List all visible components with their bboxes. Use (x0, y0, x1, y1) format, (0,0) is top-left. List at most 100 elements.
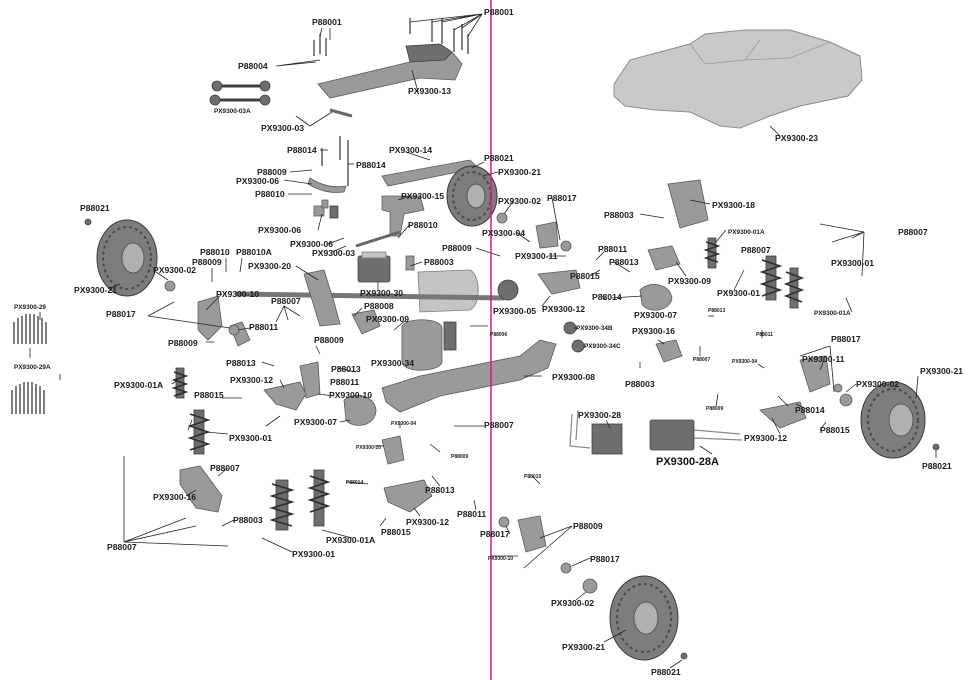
part-label: PX9300-01A (114, 380, 163, 390)
part-label: P88014 (795, 405, 825, 415)
part-label: PX9300-02 (551, 598, 594, 608)
part-label: P88014 (356, 160, 386, 170)
part-label: P88011 (249, 322, 278, 332)
part-label: P88021 (651, 667, 681, 677)
part-label: PX9300-10 (216, 289, 259, 299)
part-label: P88003 (625, 379, 655, 389)
part-label: P88013 (708, 308, 725, 314)
part-label: PX9300-04 (391, 421, 416, 427)
part-label: P88013 (425, 485, 455, 495)
part-label: PX9300-16 (153, 492, 196, 502)
part-label: P88015 (194, 390, 224, 400)
body-shell-part (613, 29, 863, 129)
part-label: PX9300-03 (261, 123, 304, 133)
part-label: P88021 (922, 461, 952, 471)
part-label: PX9300-01 (831, 258, 874, 268)
part-label: PX9300-28 (578, 410, 621, 420)
part-label: PX9300-34 (371, 358, 414, 368)
part-label: P88009 (451, 454, 468, 460)
heatsink-part-2 (11, 382, 45, 414)
part-label: P88010A (236, 247, 272, 257)
part-label: P88007 (484, 420, 514, 430)
part-label: PX9300-14 (389, 145, 432, 155)
part-label: PX9300-12 (406, 517, 449, 527)
part-label: P88010 (524, 474, 541, 480)
part-label: PX9300-06 (290, 239, 333, 249)
part-label: P88007 (271, 296, 301, 306)
part-label: P88007 (741, 245, 771, 255)
part-label: P88010 (200, 247, 230, 257)
part-label: P88014 (346, 480, 363, 486)
part-label: PX9300-30 (360, 288, 403, 298)
part-label: PX9300-03 (312, 248, 355, 258)
shock-part-5 (703, 237, 721, 269)
part-label: P88009 (442, 243, 472, 253)
part-label: P88014 (287, 145, 317, 155)
part-label: PX9300-04 (732, 359, 757, 365)
part-label: PX9300-29 (14, 304, 46, 311)
part-label: PX9300-21 (498, 167, 541, 177)
part-label: P88021 (484, 153, 514, 163)
part-label: PX9300-06 (236, 176, 279, 186)
part-label: PX9300-05 (493, 306, 536, 316)
part-label: P88011 (330, 377, 359, 387)
part-label: P88009 (168, 338, 198, 348)
part-label: PX9300-02 (498, 196, 541, 206)
part-label: P88010 (255, 189, 285, 199)
chassis-tub-part (381, 339, 557, 413)
turnbuckle-part (209, 80, 271, 106)
part-label: P88011 (457, 509, 486, 519)
part-label: PX9300-01A (728, 229, 765, 236)
screw-parts (313, 18, 469, 186)
part-label: P88010 (408, 220, 438, 230)
part-label: P88017 (480, 529, 510, 539)
part-label: P88004 (238, 61, 268, 71)
part-label: P88014 (592, 292, 622, 302)
part-label: PX9300-15 (401, 191, 444, 201)
part-label: P88015 (820, 425, 850, 435)
part-label: PX9300-09 (366, 314, 409, 324)
part-label: P88017 (831, 334, 861, 344)
shock-part-4 (307, 469, 331, 527)
part-label: PX9300-21 (74, 285, 117, 295)
part-label: P88007 (693, 357, 710, 363)
part-label: PX9300-11 (515, 251, 558, 261)
part-label: PX9300-02 (153, 265, 196, 275)
part-label: PX9300-16 (632, 326, 675, 336)
tire-part-front-right (446, 165, 498, 227)
part-label: PX9300-20 (248, 261, 291, 271)
part-label: PX9300-21 (562, 642, 605, 652)
leader-lines (29, 13, 937, 669)
part-label: PX9300-10 (488, 556, 513, 562)
part-label: P88021 (80, 203, 110, 213)
part-label: P88013 (609, 257, 639, 267)
shock-part-6 (759, 255, 783, 301)
part-label: PX9300-01 (292, 549, 335, 559)
heatsink-part-1 (13, 314, 47, 344)
part-label: PX9300-12 (230, 375, 273, 385)
parts-artwork (11, 18, 940, 661)
shock-part-7 (783, 267, 805, 309)
part-label: P88007 (210, 463, 240, 473)
part-label: P88007 (107, 542, 137, 552)
tire-part-front-left (96, 219, 158, 297)
part-label: P88015 (381, 527, 411, 537)
part-label: PX9300-12 (542, 304, 585, 314)
part-label: P88015 (570, 271, 600, 281)
shock-part-3 (269, 479, 295, 531)
part-label: PX9300-07 (634, 310, 677, 320)
part-label: P88017 (590, 554, 620, 564)
part-label: PX9300-01 (717, 288, 760, 298)
part-label: PX9300-06 (258, 225, 301, 235)
part-label: PX9300-12 (744, 433, 787, 443)
part-label: PX9300-03A (214, 108, 251, 115)
part-label: PX9300-28A (656, 456, 719, 468)
part-label: PX9300-02 (856, 379, 899, 389)
part-label: P88009 (257, 167, 287, 177)
part-label: PX9300-13 (408, 86, 451, 96)
part-label: P88006 (490, 332, 507, 338)
shock-part-1 (171, 367, 189, 399)
tire-part-rear-right (860, 381, 926, 459)
part-label: P88011 (598, 244, 627, 254)
